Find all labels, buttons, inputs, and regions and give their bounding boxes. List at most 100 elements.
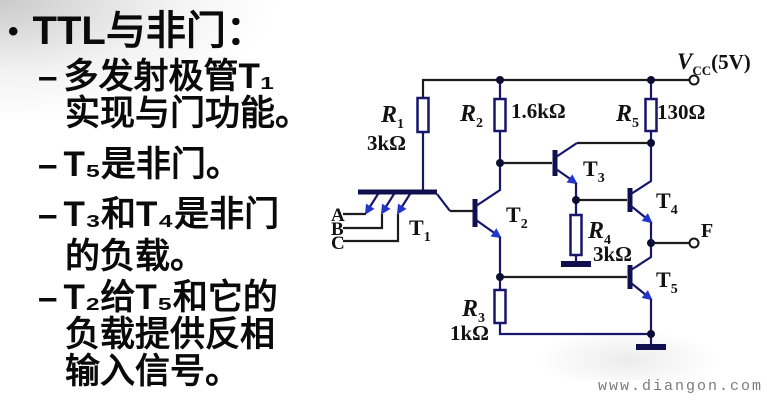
r4-label: R4 <box>587 218 611 248</box>
bullet-item-line: 实现与门功能。 <box>65 95 310 132</box>
r3-bottom-wire <box>498 323 651 336</box>
junction-dot <box>647 76 655 84</box>
vcc-label-base: V <box>677 49 694 74</box>
bullet-text: 多发射极管T₁ <box>63 57 275 96</box>
bullet-item-line: 负载提供反相 <box>65 316 275 353</box>
t2-label-sub: 2 <box>521 217 528 232</box>
input-c-wire <box>343 214 400 243</box>
t4-label-base: T <box>656 188 671 213</box>
bullet-text: T₅是非门。 <box>63 145 241 184</box>
r5-value: 130Ω <box>657 100 705 124</box>
t2-label-base: T <box>506 202 521 227</box>
vcc-terminal <box>688 74 700 86</box>
bullet-text: 负载提供反相 <box>65 315 276 354</box>
r3-value: 1kΩ <box>450 321 489 345</box>
r4-label-sub: 4 <box>604 233 611 248</box>
input-a-label: A <box>331 205 345 226</box>
t1-label-sub: 1 <box>424 230 431 245</box>
r3-label: R3 <box>461 296 485 326</box>
junction-dot <box>496 76 504 84</box>
bullet-text: T₃和T₄是非门 <box>63 195 280 234</box>
r3-label-sub: 3 <box>478 311 485 326</box>
t3-label-sub: 3 <box>598 171 605 186</box>
junction-dot <box>647 330 655 338</box>
bullet-text: 实现与门功能。 <box>65 94 311 133</box>
t3-label-base: T <box>583 156 598 181</box>
bullet-item-line: 的负载。 <box>65 238 205 275</box>
junction-dot <box>496 159 504 167</box>
vcc-label-value: (5V) <box>711 50 751 74</box>
bullet-text: 的负载。 <box>65 237 206 276</box>
t1-label: T1 <box>409 215 431 245</box>
t1-emitter3-arrow <box>396 193 411 215</box>
t1-label-base: T <box>409 215 424 240</box>
t1-collector-wire <box>436 193 451 212</box>
junction-dot <box>496 273 504 281</box>
bullet-item-line: –T₂给T₅和它的 <box>38 279 278 316</box>
junction-dot <box>647 139 655 147</box>
t5-emitter-arrow <box>630 282 653 301</box>
t3-label: T3 <box>583 156 605 186</box>
bullet-dash: – <box>38 195 58 234</box>
t4-label: T4 <box>656 188 678 218</box>
r5-label-sub: 5 <box>632 116 639 131</box>
t1-emitter2-arrow <box>380 193 395 215</box>
resistor-r1 <box>416 96 430 134</box>
r5-label-base: R <box>615 101 632 127</box>
t3-emitter-arrow <box>555 168 578 185</box>
input-b-wire <box>343 214 384 230</box>
t2-emitter-arrow <box>475 219 502 239</box>
t4-collector-wire <box>630 143 653 195</box>
r1-label: R1 <box>380 102 404 132</box>
corner-gradient-decoration <box>0 0 370 160</box>
bullet-dash: – <box>38 278 58 317</box>
input-b-label: B <box>331 219 344 240</box>
r3-label-base: R <box>461 296 478 322</box>
bullet-item-line: –T₃和T₄是非门 <box>38 196 279 233</box>
t4-emitter-arrow <box>630 205 653 224</box>
bullet-icon: • <box>8 15 19 48</box>
output-terminal <box>688 237 700 249</box>
t2-label: T2 <box>506 202 528 232</box>
output-f-label: F <box>701 220 713 242</box>
background-swoosh-decoration <box>535 330 720 380</box>
slide-title-text: TTL与非门： <box>32 9 266 53</box>
watermark: www.diangon.com <box>597 378 763 395</box>
vcc-label-sub: CC <box>692 63 711 78</box>
resistor-r2 <box>493 97 507 133</box>
r5-label: R5 <box>615 101 639 131</box>
r2-label-base: R <box>459 101 476 127</box>
t2-collector-wire <box>475 163 502 207</box>
bullet-text: T₂给T₅和它的 <box>63 278 278 317</box>
t5-label-sub: 5 <box>671 282 678 297</box>
vcc-rail-wire <box>421 78 689 98</box>
resistor-r4 <box>569 213 583 257</box>
vcc-label: VCC(5V) <box>677 49 751 78</box>
bullet-item-line: –多发射极管T₁ <box>38 58 274 95</box>
r1-label-base: R <box>380 102 397 128</box>
t5-label: T5 <box>656 267 678 297</box>
input-c-label: C <box>331 233 345 254</box>
t4-label-sub: 4 <box>671 203 678 218</box>
bullet-text: 输入信号。 <box>65 352 241 391</box>
t3-collector-wire <box>555 142 578 158</box>
r1-value: 3kΩ <box>367 131 406 155</box>
resistor-r5 <box>644 97 658 133</box>
bullet-item-line: 输入信号。 <box>65 353 240 390</box>
r2-value: 1.6kΩ <box>511 99 566 123</box>
t1-emitter1-arrow <box>364 193 379 215</box>
slide-title: • TTL与非门： <box>8 10 266 53</box>
t5-label-base: T <box>656 267 671 292</box>
bullet-item-line: –T₅是非门。 <box>38 146 241 183</box>
junction-dot <box>572 196 580 204</box>
r1-label-sub: 1 <box>397 117 404 132</box>
r2-label-sub: 2 <box>476 116 483 131</box>
resistor-r3 <box>493 288 507 325</box>
r2-label: R2 <box>459 101 483 131</box>
junction-dot <box>647 239 655 247</box>
bullet-dash: – <box>38 145 58 184</box>
t5-collector-wire <box>630 243 653 271</box>
bullet-dash: – <box>38 57 58 96</box>
